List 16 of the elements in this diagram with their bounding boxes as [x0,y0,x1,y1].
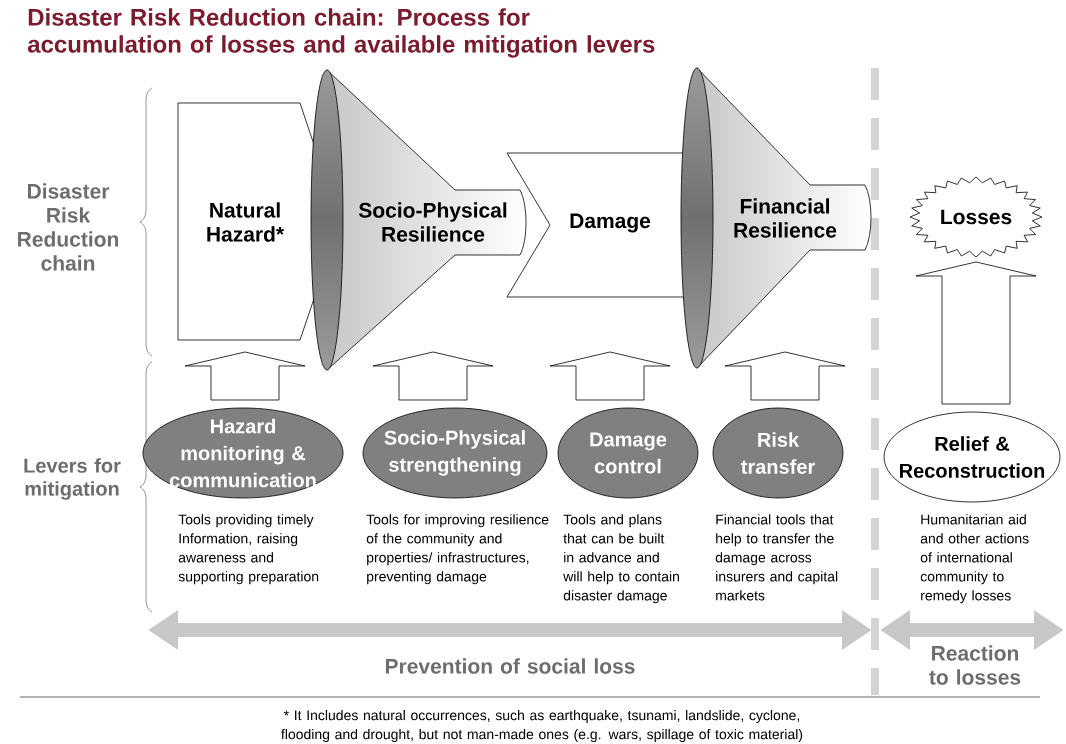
footnote: * It Includes natural occurrences, such as earthquake, tsunami, landslide, cyclone, flooding and drought, but not man-made ones (e.g. wars, spillage of toxic material) [281,709,803,742]
starburst: Losses [909,176,1043,258]
title: Disaster Risk Reduction chain: Process for accumulation of losses and available mitigation levers [27,8,655,58]
funnel: Socio-Physical Resilience [310,69,527,371]
funnel: Financial Resilience [680,67,872,369]
band-label: Reaction to losses [929,645,1021,685]
side-label: Levers for mitigation [24,458,121,500]
arrow-box: Natural Hazard* [177,102,341,341]
description-text: Financial tools that help to transfer the damage across insurers and capital markets [715,514,838,601]
side-label: Disaster Risk Reduction chain [18,183,119,271]
process-box: Damage [506,152,701,298]
description-text: Tools for improving resilience of the community and properties/ infrastructures, preventing damage [366,514,549,585]
description-text: Tools and plans that can be built in advance and will help to contain disaster damage [563,514,679,604]
description-text: Humanitarian aid and other actions of international community to remedy losses [920,514,1029,604]
description-text: Tools providing timely Information, raising awareness and supporting preparation [178,514,319,585]
band-label: Prevention of social loss [385,658,635,674]
